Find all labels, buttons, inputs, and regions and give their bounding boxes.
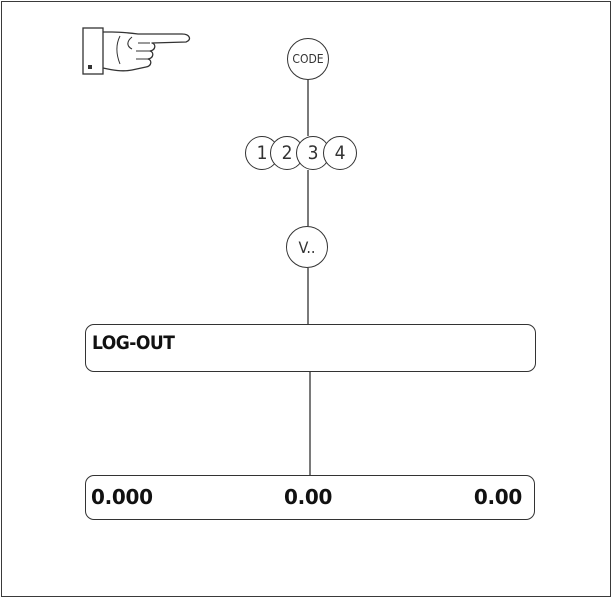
unit-price-value: 0.00 bbox=[284, 485, 333, 509]
weight-value: 0.000 bbox=[91, 485, 153, 509]
values-display: 0.000 0.00 0.00 bbox=[85, 475, 535, 520]
logout-display: LOG-OUT bbox=[85, 324, 536, 372]
digit-key-4[interactable]: 4 bbox=[323, 136, 357, 170]
total-price-value: 0.00 bbox=[473, 485, 522, 509]
display-text: LOG-OUT bbox=[92, 332, 175, 354]
pointing-hand-icon bbox=[82, 24, 197, 83]
code-key[interactable]: CODE bbox=[287, 38, 329, 80]
v-key[interactable]: V.. bbox=[286, 226, 328, 268]
